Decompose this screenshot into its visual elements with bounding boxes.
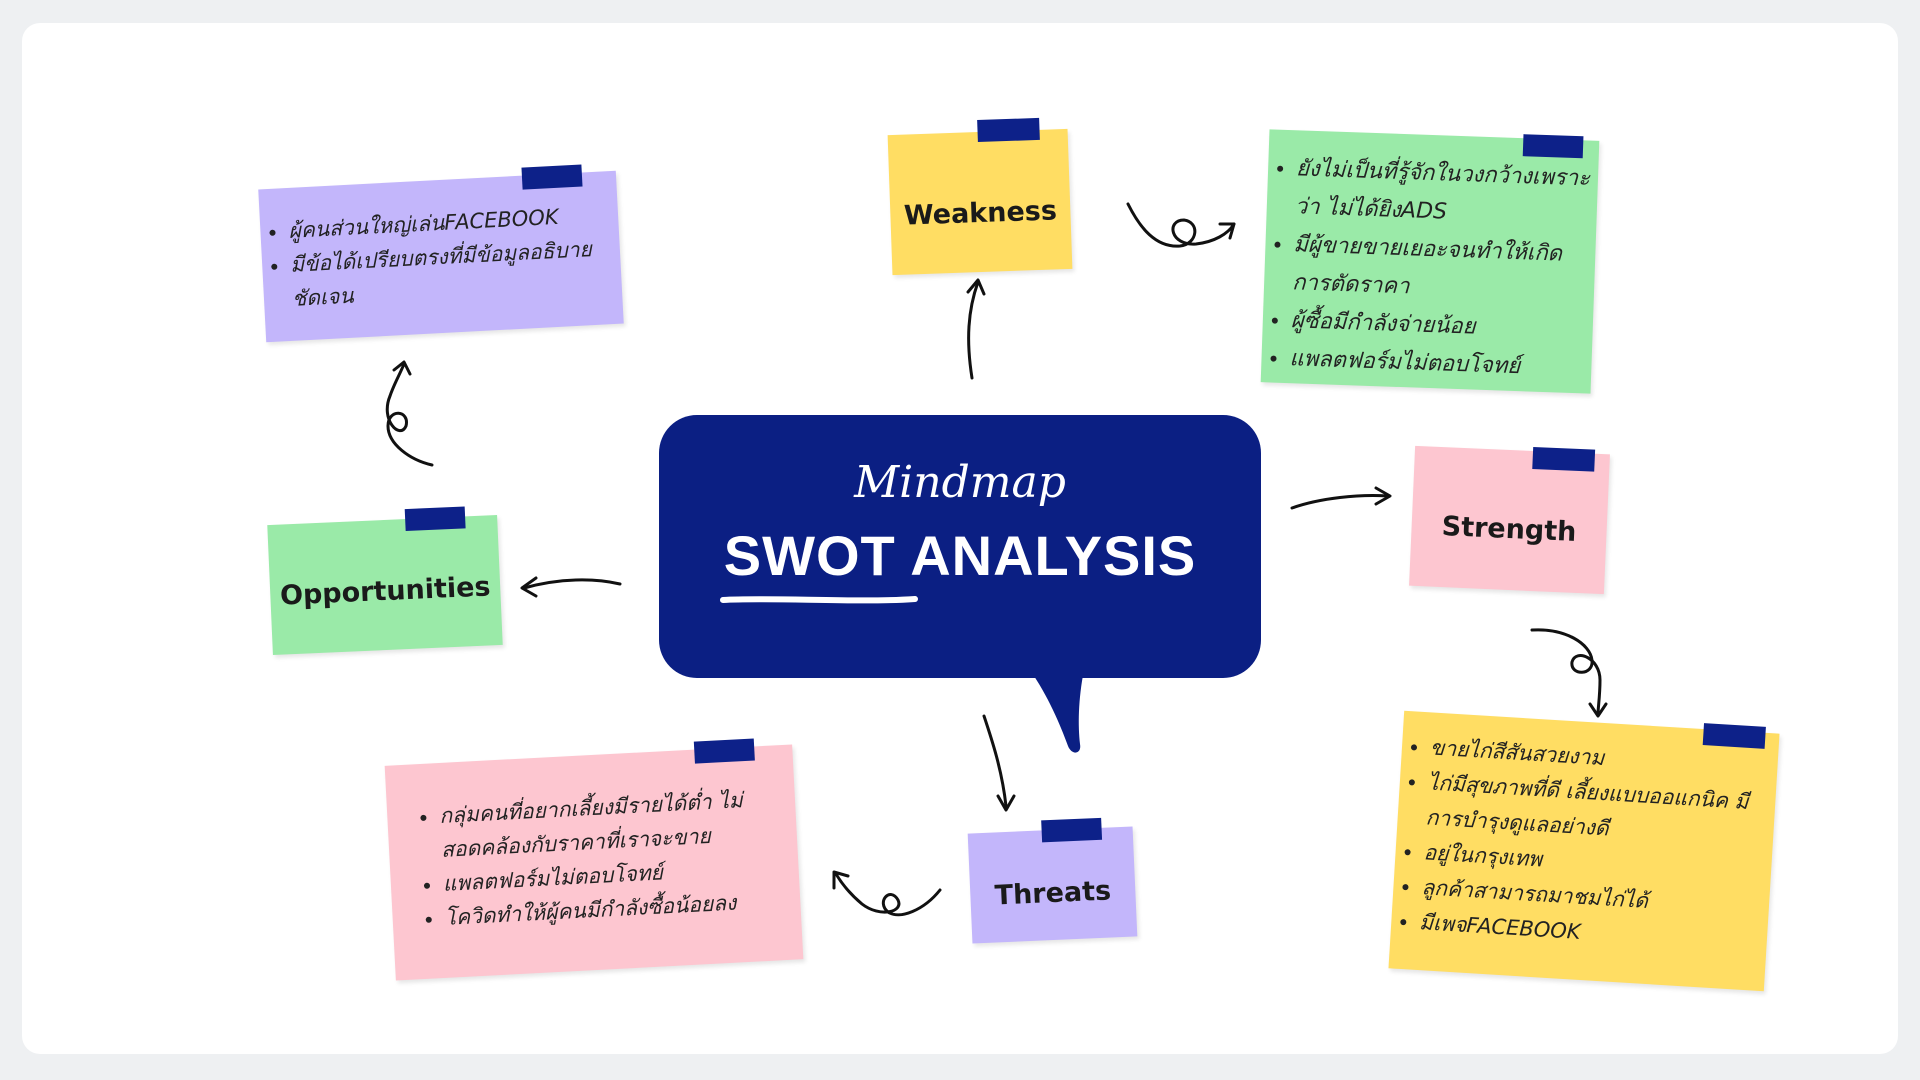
opportunities-details-tape [521, 164, 583, 190]
strength-label: Strength [1441, 511, 1578, 548]
list-item: ยังไม่เป็นที่รู้จักในวงกว้างเพราะว่า ไม่… [1294, 150, 1598, 236]
opportunities-label: Opportunities [279, 571, 492, 612]
arrow-to-opportunities [522, 578, 622, 590]
threats-details-note: กลุ่มคนที่อยากเลี้ยงมีรายได้ต่ำ ไม่สอดคล… [384, 738, 804, 981]
strength-details-note: ขายไก่สีสันสวยงาม ไก่มีสุขภาพที่ดี เลี้ย… [1388, 710, 1780, 992]
opportunities-details-note: ผู้คนส่วนใหญ่เล่นFACEBOOK มีข้อได้เปรียบ… [258, 164, 624, 343]
threats-details-tape [693, 738, 755, 764]
weakness-tape [977, 117, 1040, 143]
opportunities-sticky-note: Opportunities [267, 506, 503, 655]
center-title: SWOT ANALYSIS [723, 524, 1197, 587]
threats-details-list: กลุ่มคนที่อยากเลี้ยงมีรายได้ต่ำ ไม่สอดคล… [385, 746, 775, 938]
list-item: มีผู้ขายขายเยอะจนทำให้เกิดการตัดราคา [1291, 226, 1595, 312]
arrow-to-strength [1290, 494, 1390, 510]
weakness-details-note: ยังไม่เป็นที่รู้จักในวงกว้างเพราะว่า ไม่… [1260, 129, 1600, 394]
strength-details-list: ขายไก่สีสันสวยงาม ไก่มีสุขภาพที่ดี เลี้ย… [1390, 711, 1761, 960]
threats-sticky-note: Threats [967, 817, 1138, 944]
arrow-opportunities-details [385, 362, 434, 467]
center-topic-bubble: Mindmap SWOT ANALYSIS [659, 415, 1261, 678]
arrow-to-weakness [967, 280, 980, 380]
arrow-strength-details [1530, 628, 1602, 716]
center-script-label: Mindmap [854, 457, 1066, 508]
strength-sticky-note: Strength [1409, 445, 1610, 595]
opportunities-tape [404, 506, 466, 532]
strength-tape [1532, 446, 1596, 472]
weakness-details-tape [1522, 134, 1584, 159]
strength-details-tape [1702, 723, 1766, 749]
speech-bubble-tail [1030, 670, 1084, 753]
threats-tape [1041, 817, 1103, 843]
opportunities-details-list: ผู้คนส่วนใหญ่เล่นFACEBOOK มีข้อได้เปรียบ… [258, 171, 612, 317]
arrow-to-threats [982, 714, 1008, 808]
weakness-sticky-note: Weakness [887, 117, 1073, 276]
weakness-details-list: ยังไม่เป็นที่รู้จักในวงกว้างเพราะว่า ไม่… [1261, 129, 1599, 388]
weakness-label: Weakness [903, 195, 1058, 232]
arrow-threats-details [834, 872, 942, 917]
arrow-weakness-details [1126, 202, 1236, 248]
chalk-underline [720, 596, 918, 604]
threats-label: Threats [994, 875, 1112, 912]
